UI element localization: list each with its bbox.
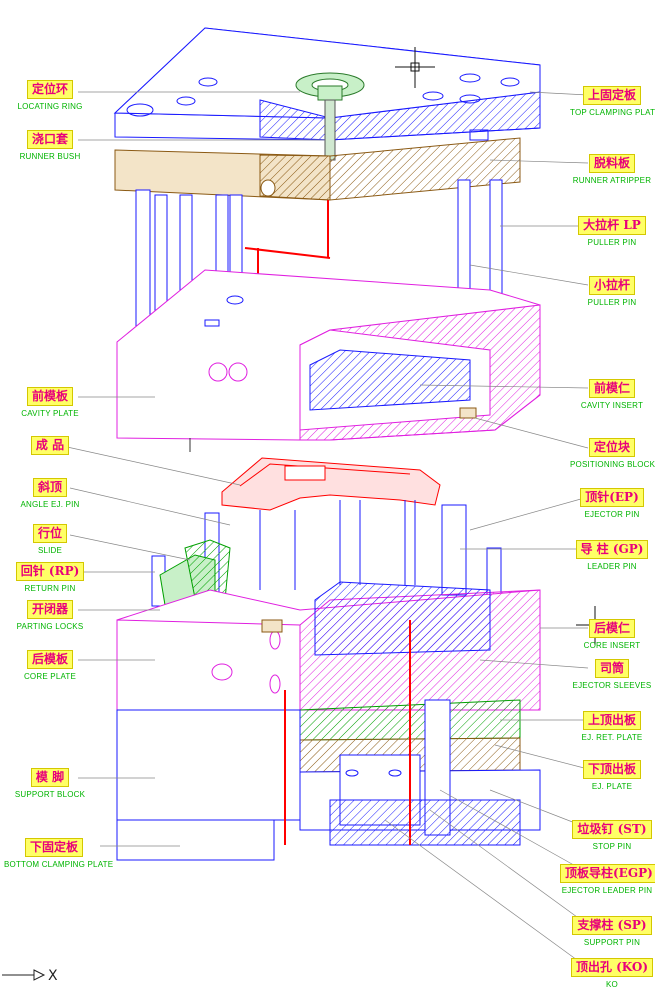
axis-arrow-icon: [2, 969, 46, 981]
label-slide: 行位 SLIDE: [14, 524, 86, 556]
label-leader-pin: 导 柱 (GP) LEADER PIN: [570, 540, 654, 572]
bottom-clamping-plate: [116, 620, 521, 861]
leader-lines: [57, 91, 589, 969]
molded-part: [221, 457, 441, 511]
label-cavity-plate: 前模板 CAVITY PLATE: [21, 387, 79, 418]
runner-stripper-plate: [114, 137, 521, 201]
label-support-pin: 支撑柱 (SP) SUPPORT PIN: [570, 916, 654, 948]
label-top-clamping-plate: 上固定板 TOP CLAMPING PLATE: [570, 86, 655, 117]
label-stop-pin: 垃圾钉 (ST) STOP PIN: [570, 820, 654, 852]
axis-label: X: [48, 968, 58, 984]
label-ejector-sleeves: 司筒 EJECTOR SLEEVES: [572, 659, 652, 690]
label-puller-pin-large: 大拉杆 LP PULLER PIN: [570, 216, 654, 248]
runner-bush: [324, 99, 336, 161]
label-locating-ring: 定位环 LOCATING RING: [17, 80, 83, 111]
locating-ring: [295, 72, 365, 101]
label-ejector-leader-pin: 顶板导柱(EGP) EJECTOR LEADER PIN: [560, 864, 655, 896]
label-runner-stripper: 脱料板 RUNNER ATRIPPER: [572, 154, 652, 185]
label-bottom-clamping-plate: 下固定板 BOTTOM CLAMPING PLATE: [4, 838, 114, 869]
label-angle-ej-pin: 斜顶 ANGLE EJ. PIN: [20, 478, 80, 509]
label-core-insert: 后模仁 CORE INSERT: [583, 619, 641, 650]
label-positioning-block: 定位块 POSITIONING BLOCK: [570, 438, 655, 469]
label-return-pin: 回针 (RP) RETURN PIN: [14, 562, 86, 594]
core-plate: [116, 581, 541, 711]
cavity-plate: [116, 269, 541, 452]
label-core-plate: 后模板 CORE PLATE: [23, 650, 77, 681]
label-ej-ret-plate: 上顶出板 EJ. RET. PLATE: [581, 711, 643, 742]
label-ejector-pin: 顶针(EP) EJECTOR PIN: [570, 488, 654, 520]
label-cavity-insert: 前模仁 CAVITY INSERT: [580, 379, 644, 410]
label-ko: 顶出孔 (KO) KO: [570, 958, 654, 990]
label-finished-part: 成 品: [14, 436, 86, 455]
label-parting-locks: 开闭器 PARTING LOCKS: [16, 600, 84, 631]
label-runner-bush: 浇口套 RUNNER BUSH: [19, 130, 81, 161]
crosshair-icon: [395, 47, 435, 88]
label-support-block: 模 脚 SUPPORT BLOCK: [14, 768, 86, 799]
label-ej-plate: 下顶出板 EJ. PLATE: [570, 760, 654, 792]
label-puller-pin-small: 小拉杆 PULLER PIN: [587, 276, 637, 307]
